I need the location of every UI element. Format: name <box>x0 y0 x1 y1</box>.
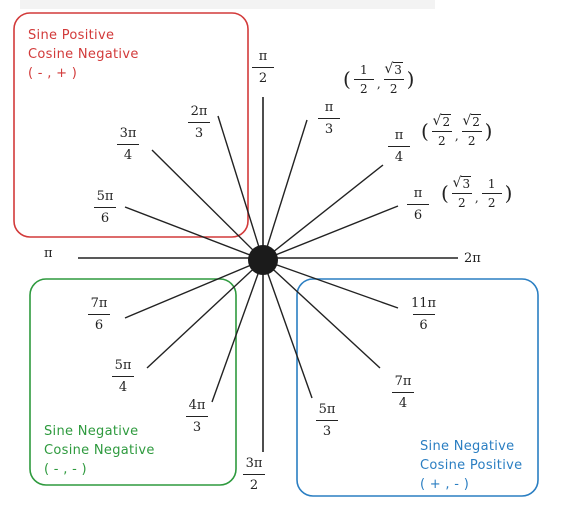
label-pi: π <box>44 246 53 261</box>
ray-7pi-over-4 <box>262 259 381 369</box>
top-toolbar-strip <box>20 0 435 9</box>
ray-5pi-over-4 <box>146 259 264 369</box>
q3-note: Sine Negative Cosine Negative ( - , - ) <box>44 422 155 479</box>
origin-dot <box>248 245 278 275</box>
q3-line1: Sine Negative <box>44 424 139 439</box>
q4-line1: Sine Negative <box>420 439 515 454</box>
ray-5pi-over-3 <box>262 259 313 399</box>
ray-3pi-over-4 <box>151 149 264 261</box>
q4-note: Sine Negative Cosine Positive ( + , - ) <box>420 437 522 494</box>
ray-4pi-over-3 <box>211 259 264 403</box>
ray-pi-over-4 <box>262 164 384 261</box>
ray-pi-over-6 <box>262 205 399 261</box>
q3-line2: Cosine Negative <box>44 443 155 458</box>
q2-region-box <box>13 12 249 238</box>
q4-sign: ( + , - ) <box>420 477 470 492</box>
ray-pi-over-3 <box>262 119 308 261</box>
q2-sign: ( - , + ) <box>28 66 78 81</box>
q2-line1: Sine Positive <box>28 28 115 43</box>
ray-5pi-over-6 <box>124 206 264 261</box>
ray-7pi-over-6 <box>124 259 264 319</box>
q4-region-box <box>296 278 539 497</box>
q3-sign: ( - , - ) <box>44 462 87 477</box>
label-2pi: 2π <box>464 251 481 266</box>
ray-2pi-over-3 <box>217 115 264 261</box>
ray-11pi-over-6 <box>262 259 399 309</box>
q4-line2: Cosine Positive <box>420 458 523 473</box>
q3-region-box <box>29 278 237 486</box>
q2-note: Sine Positive Cosine Negative ( - , + ) <box>28 26 139 83</box>
q2-line2: Cosine Negative <box>28 47 139 62</box>
